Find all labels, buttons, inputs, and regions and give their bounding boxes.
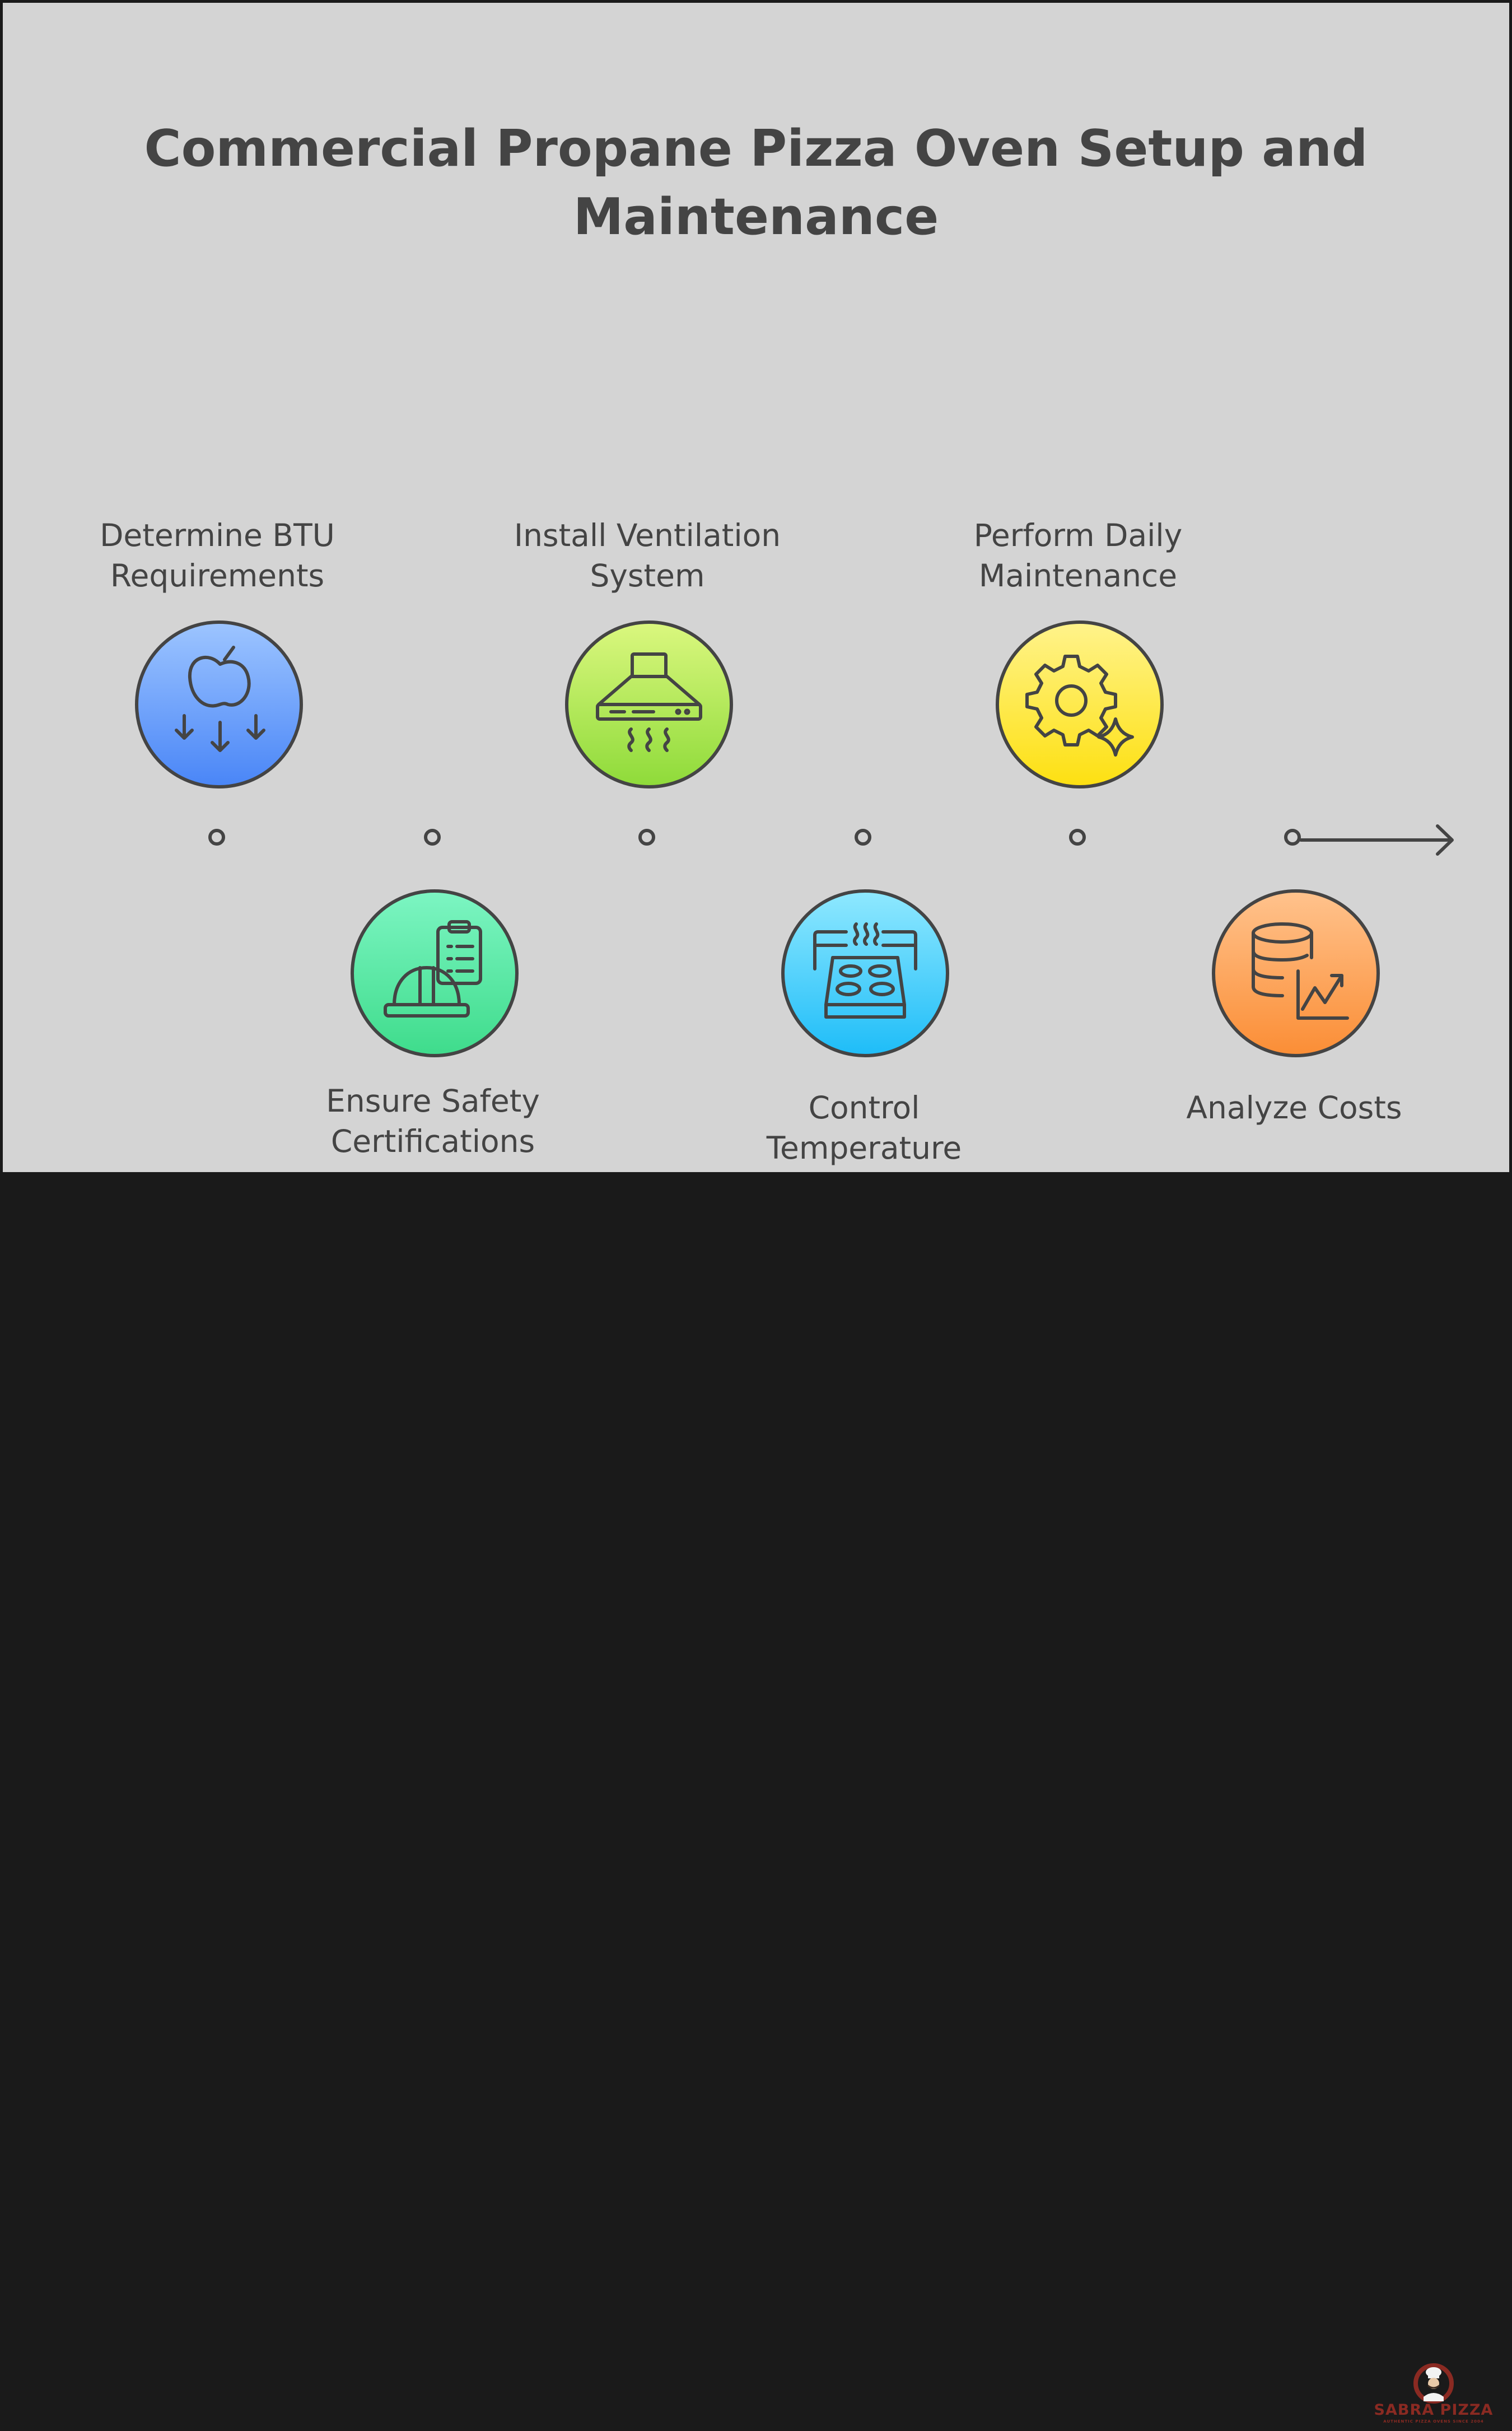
- step-4-circle: [781, 889, 949, 1057]
- step-3-label-line-2: System: [590, 558, 705, 594]
- step-1-label-line-2: Requirements: [110, 558, 325, 594]
- step-4-label-line-1: Control Temperature: [766, 1090, 962, 1166]
- timeline-dot-1: [208, 829, 225, 846]
- logo-name: SABRA PIZZA: [1374, 2401, 1494, 2419]
- step-3-circle: [565, 620, 733, 788]
- oven-tray-icon: [813, 922, 917, 1019]
- step-6-label-line-1: Analyze Costs: [1186, 1090, 1402, 1126]
- step-label-analyze-costs: Analyze Costs: [1137, 1088, 1451, 1128]
- step-5-label-line-2: Maintenance: [978, 558, 1178, 594]
- step-label-control-temperature: Control Temperature: [707, 1088, 1021, 1168]
- diagram-title: Commercial Propane Pizza Oven Setup and …: [3, 115, 1509, 251]
- database-chart-icon: [1252, 922, 1349, 1020]
- step-label-install-ventilation: Install Ventilation System: [491, 515, 804, 596]
- apple-heat-icon: [175, 646, 265, 752]
- title-line-1: Commercial Propane Pizza Oven Setup and: [144, 119, 1368, 178]
- step-1-circle: [135, 620, 303, 788]
- step-5-label-line-1: Perform Daily: [973, 517, 1183, 553]
- timeline-dot-6: [1284, 829, 1301, 846]
- step-label-determine-btu: Determine BTU Requirements: [60, 515, 374, 596]
- step-2-circle: [351, 889, 519, 1057]
- timeline-dot-4: [855, 829, 871, 846]
- step-3-label-line-1: Install Ventilation: [514, 517, 781, 553]
- step-2-label-line-2: Certifications: [330, 1123, 535, 1159]
- step-label-perform-maintenance: Perform Daily Maintenance: [921, 515, 1235, 596]
- range-hood-icon: [596, 652, 702, 752]
- step-1-label-line-1: Determine BTU: [100, 517, 335, 553]
- step-5-circle: [996, 620, 1164, 788]
- step-6-circle: [1212, 889, 1380, 1057]
- footer-bar: SABRA PIZZA AUTHENTIC PIZZA OVENS SINCE …: [0, 1172, 1512, 2424]
- hardhat-clipboard-icon: [384, 920, 482, 1018]
- logo-tagline: AUTHENTIC PIZZA OVENS SINCE 2004: [1383, 2419, 1484, 2424]
- step-2-label-line-1: Ensure Safety: [326, 1083, 540, 1119]
- sabra-pizza-logo: SABRA PIZZA AUTHENTIC PIZZA OVENS SINCE …: [1372, 2361, 1495, 2431]
- diagram-canvas: Commercial Propane Pizza Oven Setup and …: [3, 3, 1509, 1172]
- step-label-ensure-safety: Ensure Safety Certifications: [276, 1081, 590, 1161]
- timeline-dot-2: [424, 829, 441, 846]
- timeline-dot-5: [1069, 829, 1086, 846]
- timeline-arrow-icon: [1299, 824, 1454, 856]
- timeline-dot-3: [638, 829, 655, 846]
- title-line-2: Maintenance: [573, 188, 939, 246]
- gear-sparkle-icon: [1025, 655, 1134, 757]
